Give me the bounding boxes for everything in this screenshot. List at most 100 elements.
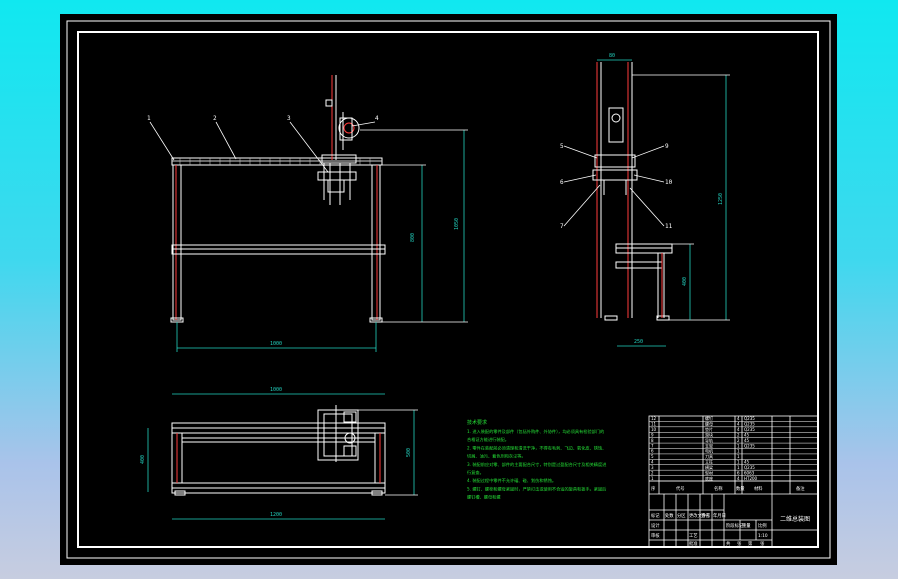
- side-callout-11: 11: [665, 223, 673, 230]
- notes-title: 技术要求: [467, 419, 487, 426]
- bom-cell: 7: [651, 443, 654, 448]
- bom-cell: 1: [737, 465, 740, 470]
- sheet-total-label: 共: [726, 540, 731, 547]
- dim-top-bottom-width: 1200: [270, 512, 282, 518]
- dim-top-right-height: 500: [406, 448, 412, 457]
- notes-line: 5. 螺钉、螺栓和螺母紧固时，严禁打击或使用不合适的旋具和扳手。紧固后: [467, 485, 606, 492]
- bom-cell: 4: [737, 427, 740, 432]
- notes-line: 切屑、油污、着色剂和灰尘等。: [467, 453, 526, 460]
- scale-label: 比例: [758, 522, 767, 529]
- bom-cell: 垫片: [705, 426, 713, 432]
- callout-2: 2: [213, 115, 217, 122]
- bom-cell: 3: [651, 465, 654, 470]
- bom-header-no: 序: [651, 485, 656, 492]
- dim-top-left-height: 400: [140, 455, 146, 464]
- bom-cell: 11: [651, 422, 657, 427]
- front-dimensions: [176, 129, 468, 352]
- notes-line: 合格证方能进行装配。: [467, 436, 509, 443]
- bom-cell: Q235: [744, 416, 755, 421]
- sign-approve: 批准: [689, 540, 698, 547]
- dim-side-top-width: 80: [609, 53, 615, 59]
- bom-cell: 6: [651, 449, 654, 454]
- bom-cell: 4: [651, 460, 654, 465]
- callout-1: 1: [147, 115, 151, 122]
- sign-process: 工艺: [689, 533, 698, 539]
- bom-cell: 4: [737, 476, 740, 481]
- bom-cell: 螺钉: [705, 415, 713, 421]
- sign-review: 审核: [651, 532, 660, 539]
- bom-cell: 45: [744, 460, 750, 465]
- bom-cell: 4: [737, 422, 740, 427]
- notes-line: 2. 零件在装配前必须清理和清洗干净，不得有毛刺、飞边、氧化皮、锈蚀、: [467, 444, 606, 451]
- bom-cell: 1: [737, 449, 740, 454]
- bom-cell: 45: [744, 438, 750, 443]
- dim-side-base-width: 250: [634, 339, 643, 345]
- sheet-total-unit: 张: [737, 540, 742, 547]
- bom-cell: 支架: [705, 442, 713, 448]
- weight-label: 重量: [742, 522, 751, 529]
- notes-line: 4. 装配过程中零件不允许磕、碰、划伤和锈蚀。: [467, 477, 556, 484]
- bom-cell: 型材: [705, 469, 713, 475]
- bom-cell: 2: [737, 432, 740, 437]
- bom-header-remark: 备注: [796, 485, 805, 492]
- bom-cell: 1: [737, 460, 740, 465]
- bom-cell: 立柱: [705, 459, 713, 465]
- bom-cell: 滑块: [705, 431, 713, 437]
- bom-cell: Q235: [744, 465, 755, 470]
- sign-label-5: 年月日: [713, 512, 726, 519]
- dim-side-overall-height: 1250: [718, 193, 724, 205]
- front-view: [149, 75, 386, 323]
- side-callout-6: 6: [560, 179, 564, 186]
- bom-cell: 电机: [705, 448, 713, 454]
- bom-cell: 6063: [744, 470, 755, 475]
- notes-line: 螺钉槽、螺母和螺: [467, 494, 501, 501]
- sheet-no-unit: 张: [760, 540, 765, 547]
- dim-side-height-lower: 400: [682, 277, 688, 286]
- bom-header-qty: 数量: [736, 485, 745, 492]
- callout-3: 3: [287, 115, 291, 122]
- bom-cell: 6: [737, 470, 740, 475]
- callout-4: 4: [375, 115, 379, 122]
- bom-cell: 45: [744, 432, 750, 437]
- bom-cell: HT200: [744, 476, 758, 481]
- bom-cell: 2: [737, 438, 740, 443]
- bom-cell: 导轨: [705, 437, 713, 443]
- bom-cell: 1: [737, 443, 740, 448]
- bom-cell: 1: [737, 454, 740, 459]
- sign-design: 设计: [651, 522, 660, 529]
- bom-cell: 1: [651, 476, 654, 481]
- stage-label: 阶段标记: [726, 522, 744, 529]
- sheet-no-label: 第: [748, 540, 753, 547]
- top-view: [171, 405, 386, 496]
- bom-cell: 8: [651, 438, 654, 443]
- sign-label-1: 处数: [665, 512, 674, 519]
- outer-border: [66, 20, 831, 559]
- bom-cell: 12: [651, 416, 657, 421]
- bom-cell: Q235: [744, 427, 755, 432]
- sign-label-0: 标记: [651, 512, 660, 519]
- sign-label-2: 分区: [677, 512, 686, 519]
- paper-background: [60, 14, 837, 565]
- notes-line: 3. 装配前应对零、部件的主要配合尺寸，特别是过盈配合尺寸及相关精度进: [467, 461, 607, 468]
- drawing-name: 二维总装图: [780, 515, 810, 523]
- notes-line: 1. 进入装配的零件及部件（包括外购件、外协件），均必须具有检验部门的: [467, 428, 604, 435]
- bom-cell: 螺母: [705, 421, 713, 427]
- dim-top-top-width: 1000: [270, 387, 282, 393]
- bom-cell: 横梁: [705, 464, 713, 470]
- side-view: [563, 62, 673, 321]
- bom-cell: 9: [651, 432, 654, 437]
- dim-front-overall-height: 1050: [454, 218, 460, 230]
- bom-cell: Q235: [744, 443, 755, 448]
- bom-cell: 5: [651, 454, 654, 459]
- sign-label-3: 更改文件号: [689, 512, 710, 519]
- side-callout-9: 9: [665, 143, 669, 150]
- dim-front-table-height: 800: [410, 233, 416, 242]
- sign-label-4: 签名: [701, 512, 710, 519]
- side-callout-10: 10: [665, 179, 673, 186]
- bom-cell: 4: [737, 416, 740, 421]
- side-callout-5: 5: [560, 143, 564, 150]
- dim-front-width: 1000: [270, 341, 282, 347]
